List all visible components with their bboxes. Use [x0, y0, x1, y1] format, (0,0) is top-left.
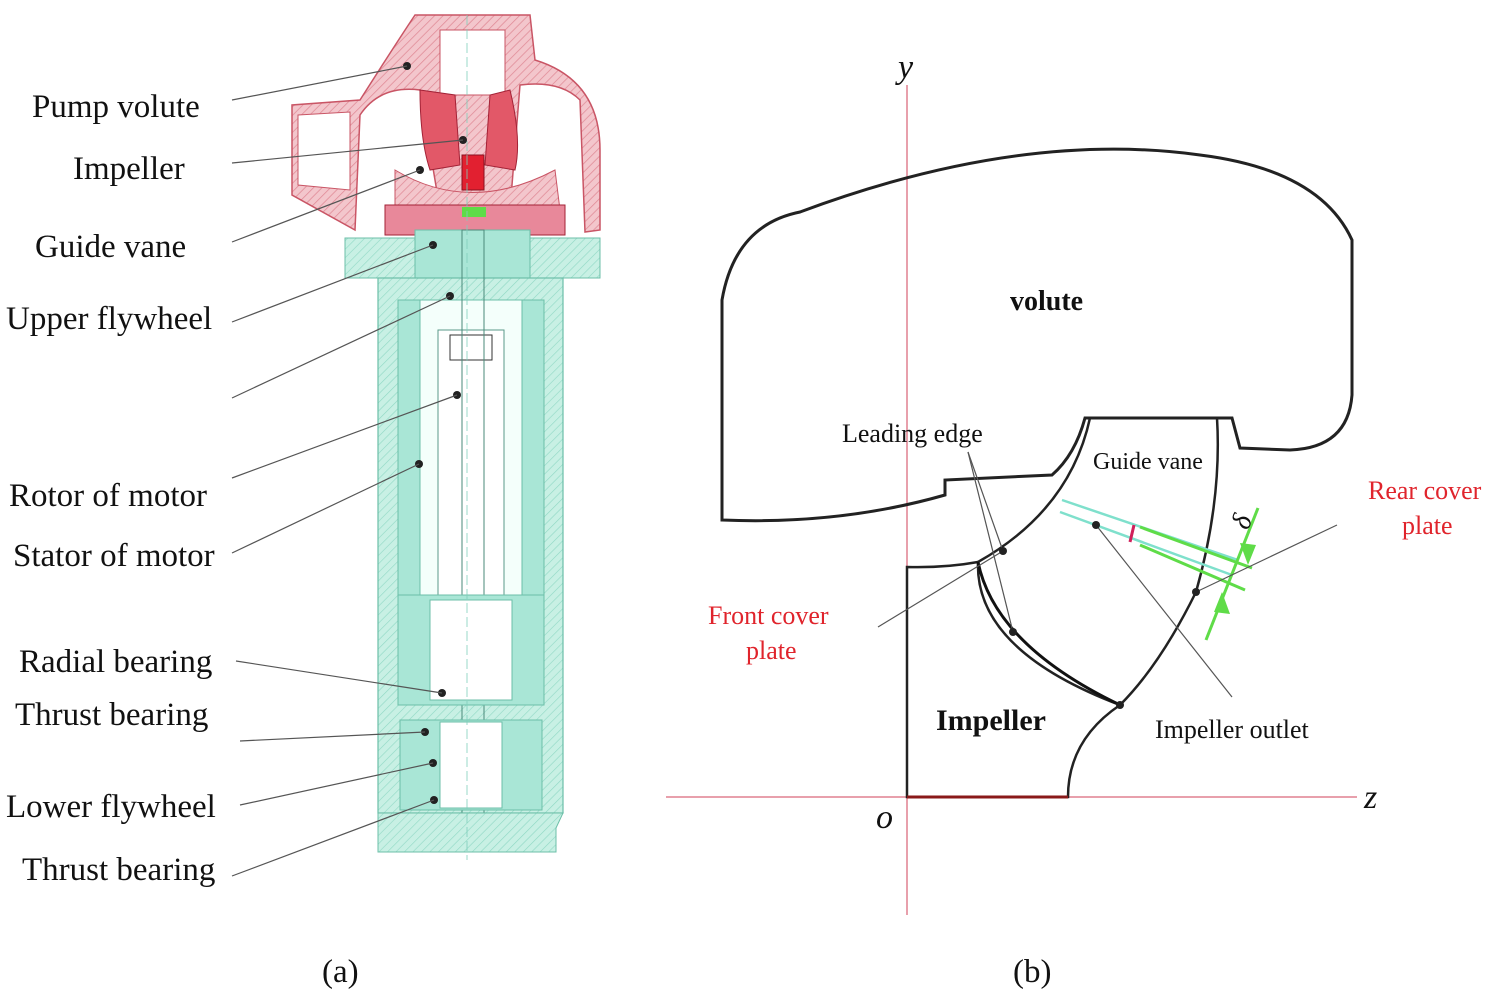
leader-guide-vane	[231, 169, 421, 243]
label-stator-of-motor: Stator of motor	[13, 538, 215, 574]
pump-cross-section: Pump volute Impeller Guide vane Upper fl…	[6, 14, 601, 990]
caption-a: (a)	[322, 954, 359, 990]
leader-thrust-bearing-upper	[239, 731, 426, 742]
label-thrust-bearing-lower: Thrust bearing	[22, 852, 215, 888]
rotor-core-top	[449, 334, 493, 361]
dot-impeller-outlet-end	[1116, 701, 1124, 709]
dot-leading-edge-mid	[1009, 628, 1017, 636]
meridional-schematic: y z o volute δ Leading e	[666, 49, 1482, 990]
label-radial-bearing: Radial bearing	[19, 644, 212, 680]
clearance-mark-red	[1128, 524, 1136, 543]
rotor-body	[437, 329, 505, 601]
delta-arrow-top	[1240, 543, 1256, 565]
impeller-outline	[905, 560, 1123, 799]
leader-impeller	[231, 139, 464, 164]
leader-pump-volute	[231, 65, 408, 101]
leader-leading-edge-2	[967, 451, 1004, 552]
impeller-body	[419, 89, 461, 171]
label-impeller-outlet: Impeller outlet	[1155, 715, 1310, 744]
label-rear-cover-2: plate	[1402, 511, 1453, 540]
shaft-seal-green	[462, 207, 486, 217]
leader-thrust-bearing-lower	[231, 799, 435, 877]
leader-stator	[231, 463, 420, 554]
label-front-cover-2: plate	[746, 636, 797, 665]
label-guide-vane: Guide vane	[35, 229, 186, 265]
label-impeller-b: Impeller	[936, 704, 1046, 737]
leader-radial-bearing	[235, 660, 443, 694]
origin-label: o	[876, 799, 893, 836]
axis-y-label: y	[895, 49, 914, 86]
upper-flywheel-block	[414, 229, 531, 281]
dot-guide-vane-channel	[1092, 521, 1100, 529]
label-guide-vane-b: Guide vane	[1093, 449, 1203, 475]
leader-rotor	[231, 394, 458, 479]
volute-outline	[720, 147, 1354, 523]
leader-upper-flywheel	[231, 244, 434, 323]
caption-b: (b)	[1013, 954, 1051, 990]
stator-left	[397, 299, 421, 601]
dot-leading-edge-top	[999, 547, 1007, 555]
label-pump-volute: Pump volute	[32, 89, 200, 125]
delta-arrow-line	[1204, 507, 1260, 641]
leader-leading-edge-1	[967, 451, 1014, 633]
stator-right	[521, 299, 545, 601]
dot-rear-cover	[1192, 588, 1200, 596]
label-volute: volute	[1010, 286, 1083, 317]
axis-z-label: z	[1363, 779, 1377, 816]
leading-edge-curve	[976, 561, 1121, 707]
leader-rear-cover	[1195, 524, 1338, 593]
front-wall-curve	[977, 417, 1092, 564]
label-leading-edge: Leading edge	[842, 419, 983, 448]
leader-lower-flywheel	[239, 762, 434, 806]
delta-symbol: δ	[1225, 509, 1259, 533]
label-thrust-bearing-upper: Thrust bearing	[15, 697, 208, 733]
thrust-bearing-base	[377, 812, 564, 853]
volute-inner-channel	[439, 29, 506, 96]
impeller-body-right	[484, 89, 519, 171]
leader-front-cover	[877, 550, 1004, 628]
clearance-line-1	[1139, 525, 1253, 570]
label-lower-flywheel: Lower flywheel	[6, 789, 216, 825]
guide-vane-ring	[394, 169, 561, 211]
lower-bearing-inner	[429, 599, 513, 701]
label-impeller: Impeller	[73, 151, 185, 187]
label-rear-cover-1: Rear cover	[1368, 476, 1482, 505]
leader-impeller-outlet	[1095, 524, 1233, 698]
impeller-hub	[461, 154, 485, 191]
volute-outlet	[297, 111, 351, 191]
delta-arrow-bottom	[1214, 592, 1230, 614]
channel-line-2	[1059, 510, 1233, 577]
leader-radial-berarng	[231, 295, 451, 399]
lower-flywheel-inner	[439, 721, 503, 809]
label-front-cover-1: Front cover	[708, 601, 829, 630]
label-rotor-of-motor: Rotor of motor	[9, 478, 207, 514]
label-upper-flywheel: Upper flywheel	[6, 301, 212, 337]
